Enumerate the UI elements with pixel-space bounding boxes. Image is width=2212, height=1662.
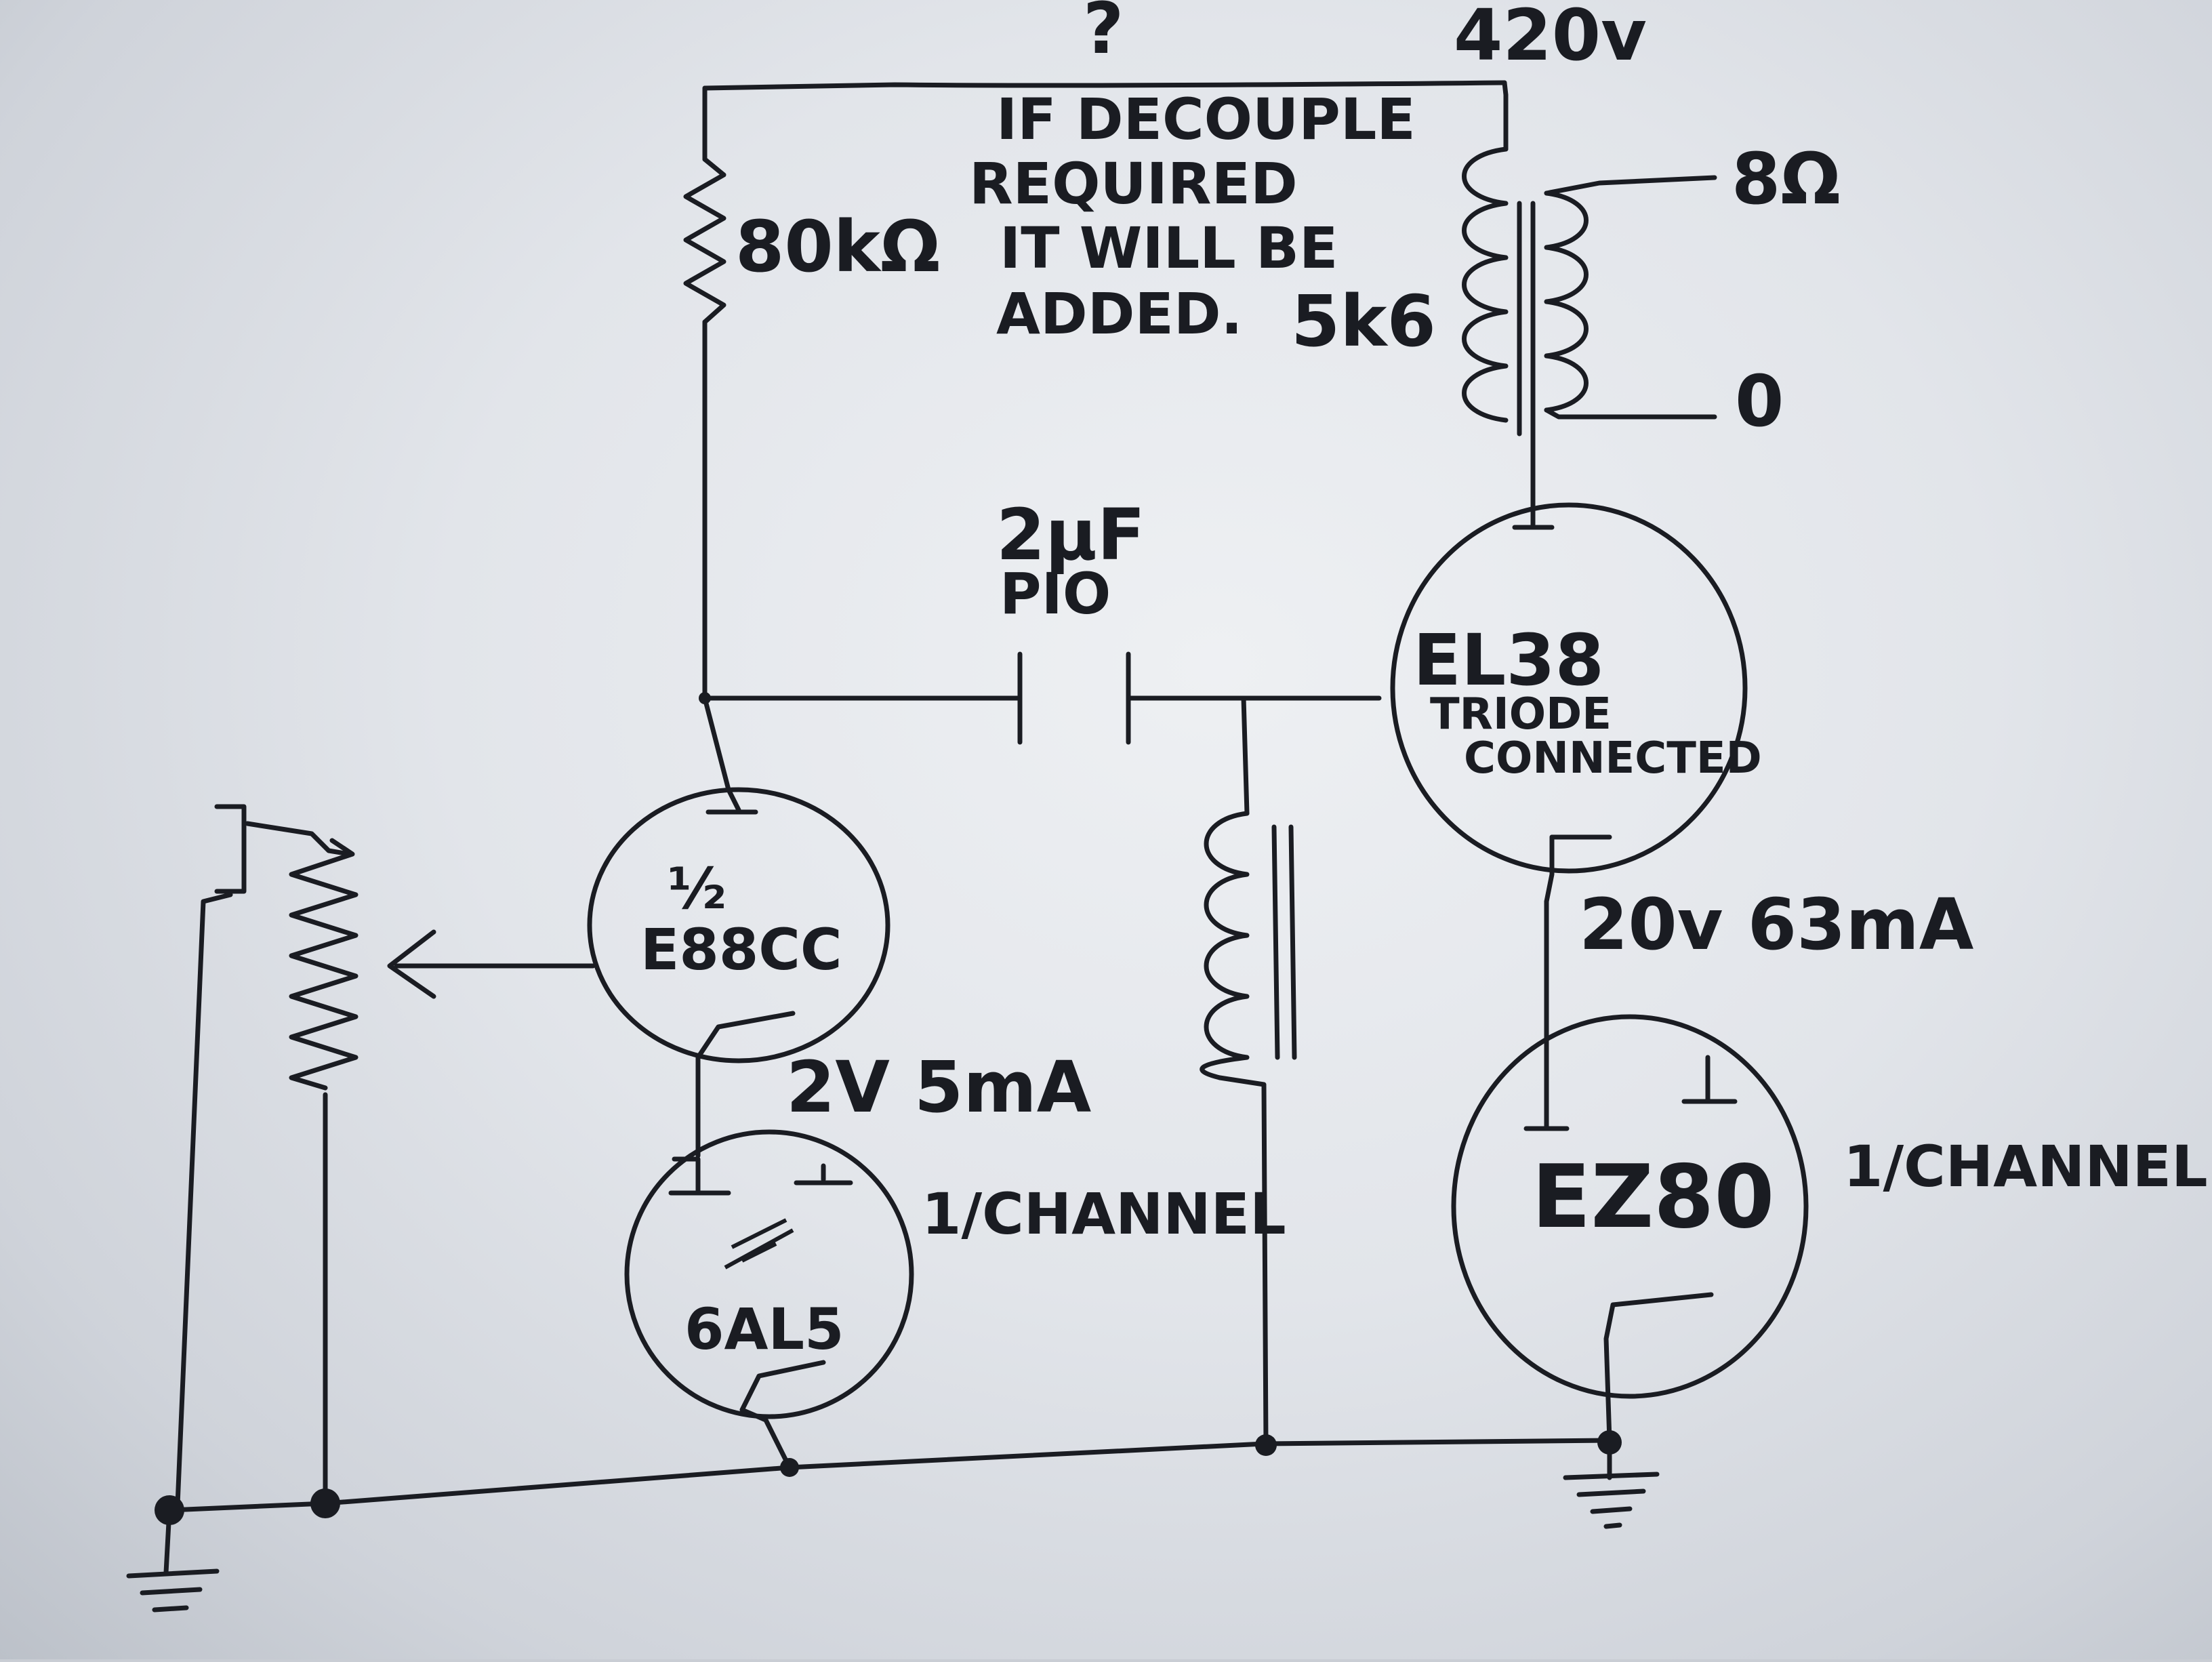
output-transformer-label: 5k6 <box>1291 280 1436 363</box>
el38-operating-point: 20v 63mA <box>1579 883 1973 966</box>
6al5-tube-name: 6AL5 <box>684 1296 844 1362</box>
decouple-note: IF DECOUPLE REQUIRED IT WILL BE ADDED. <box>969 86 1416 347</box>
e88cc-driver-tube <box>387 695 890 1063</box>
ground-symbol-left <box>126 1507 220 1613</box>
supply-question-mark: ? <box>1083 0 1124 70</box>
note-line-3: IT WILL BE <box>1000 215 1338 281</box>
el38-power-tube <box>1390 492 1748 904</box>
grid-choke <box>1200 695 1297 1446</box>
output-tap-0-label: 0 <box>1735 360 1784 443</box>
input-potentiometer <box>245 821 359 1511</box>
6al5-bias-tube <box>624 1055 914 1470</box>
ez80-tube-name: EZ80 <box>1532 1147 1774 1248</box>
el38-mode-line-2: CONNECTED <box>1464 733 1762 784</box>
plate-resistor-label: 80kΩ <box>735 205 940 288</box>
coupling-cap-value: 2µF <box>996 493 1145 576</box>
ground-bus <box>155 1430 1622 1525</box>
ground-symbol-right <box>1563 1440 1660 1529</box>
plate-resistor <box>683 157 726 701</box>
el38-mode-line-1: TRIODE <box>1430 689 1612 739</box>
note-line-4: ADDED. <box>996 281 1242 347</box>
coupling-capacitor <box>699 651 1382 745</box>
ez80-bias-tube <box>1451 899 1809 1443</box>
el38-tube-name: EL38 <box>1413 619 1604 702</box>
note-line-1: IF DECOUPLE <box>996 86 1416 153</box>
input-jack <box>175 804 247 1507</box>
e88cc-operating-point: 2V 5mA <box>786 1046 1091 1129</box>
6al5-channel-note: 1/CHANNEL <box>922 1181 1286 1247</box>
e88cc-tube-name: E88CC <box>640 916 842 983</box>
e88cc-fraction: ½ <box>668 855 726 922</box>
b-plus-voltage-label: 420v <box>1454 0 1647 77</box>
b-plus-rail <box>702 80 1509 162</box>
coupling-cap-type: PIO <box>1000 561 1111 627</box>
note-line-2: REQUIRED <box>969 150 1298 217</box>
output-transformer <box>1462 92 1717 498</box>
output-tap-8-label: 8Ω <box>1732 138 1841 220</box>
ez80-channel-note: 1/CHANNEL <box>1843 1133 2208 1200</box>
